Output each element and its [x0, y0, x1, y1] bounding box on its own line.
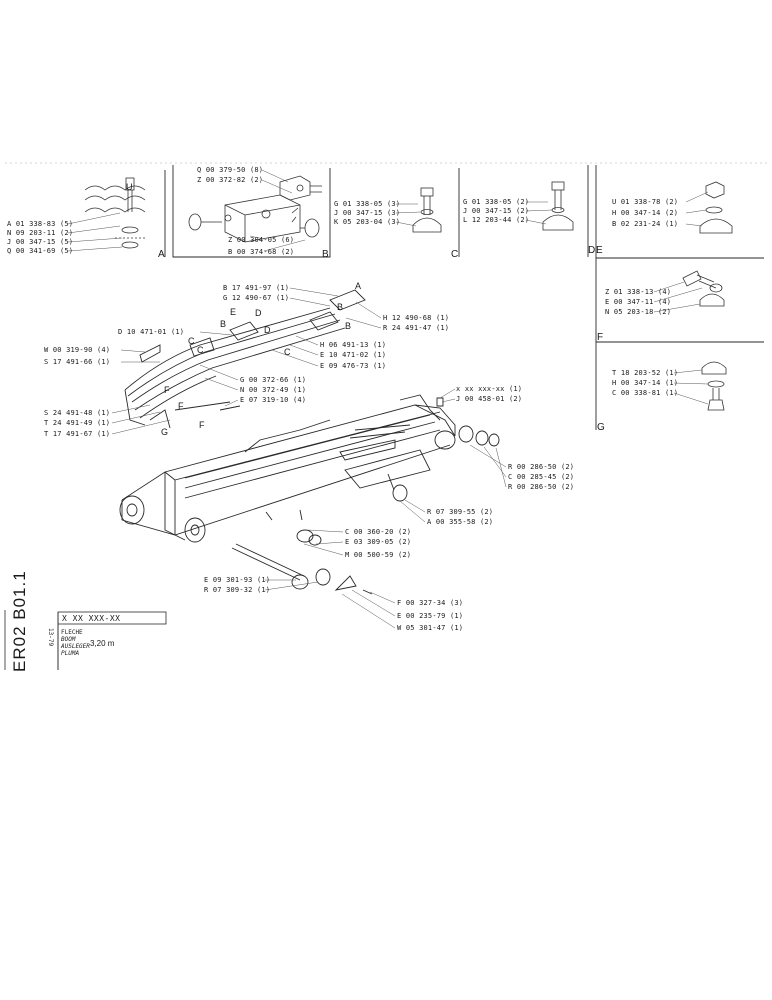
part-label: E 07 319-10 (4)	[240, 396, 307, 404]
part-label: Z 00 304-05 (6)	[228, 236, 295, 244]
part-label: K 05 203-04 (3)	[334, 218, 401, 226]
desc-de: AUSLEGER	[61, 643, 90, 650]
detail-tag-d: D	[588, 245, 596, 256]
callout-b: B	[220, 319, 227, 329]
part-label: L 12 203-44 (2)	[463, 216, 530, 224]
part-label: B 17 491-97 (1)	[223, 284, 290, 292]
part-label: R 07 309-32 (1)	[204, 586, 271, 594]
detail-e-art	[699, 181, 733, 234]
callout-g: G	[161, 427, 169, 437]
part-label: F 00 327-34 (3)	[397, 599, 464, 607]
part-label: R 00 286-50 (2)	[508, 463, 575, 471]
callout-b: B	[345, 321, 352, 331]
detail-mark-u: U	[126, 182, 133, 192]
desc-es: PLUMA	[61, 650, 80, 657]
callout-f: F	[199, 420, 205, 430]
part-label: Z 00 372-82 (2)	[197, 176, 264, 184]
part-label: J 00 347-15 (3)	[334, 209, 401, 217]
part-label: B 02 231-24 (1)	[612, 220, 679, 228]
part-label: H 06 491-13 (1)	[320, 341, 387, 349]
callout-a: A	[355, 281, 362, 291]
part-label: x xx xxx-xx (1)	[456, 385, 523, 393]
part-label: J 00 347-15 (5)	[7, 238, 74, 246]
part-label: H 00 347-14 (2)	[612, 209, 679, 217]
part-label: E 03 309-05 (2)	[345, 538, 412, 546]
part-label: Q 00 379-50 (8)	[197, 166, 264, 174]
part-label: T 18 203-52 (1)	[612, 369, 679, 377]
detail-c-art	[412, 187, 442, 233]
detail-tag-c: C	[451, 249, 459, 260]
callout-e: E	[230, 307, 237, 317]
detail-f-art	[682, 270, 725, 307]
part-label: T 24 491-49 (1)	[44, 419, 111, 427]
callout-f: F	[164, 385, 170, 395]
part-label: R 07 309-55 (2)	[427, 508, 494, 516]
part-label: E 10 471-02 (1)	[320, 351, 387, 359]
part-label: E 09 301-93 (1)	[204, 576, 271, 584]
part-label: A 00 355-58 (2)	[427, 518, 494, 526]
part-label: J 00 458-01 (2)	[456, 395, 523, 403]
part-label: E 00 347-11 (4)	[605, 298, 672, 306]
boom-art	[119, 289, 500, 595]
part-label: H 12 490-68 (1)	[383, 314, 450, 322]
part-label: G 00 372-66 (1)	[240, 376, 307, 384]
part-label: R 00 286-50 (2)	[508, 483, 575, 491]
part-label: N 00 372-49 (1)	[240, 386, 307, 394]
desc-en: BOOM	[61, 636, 76, 643]
part-number: X XX XXX-XX	[62, 614, 121, 623]
part-label: E 00 235-79 (1)	[397, 612, 464, 620]
part-label: S 24 491-48 (1)	[44, 409, 111, 417]
callout-d: D	[264, 325, 271, 335]
part-label: Q 00 341-69 (5)	[7, 247, 74, 255]
part-label: M 00 500-59 (2)	[345, 551, 412, 559]
callout-f: F	[178, 401, 184, 411]
part-label: N 09 203-11 (2)	[7, 229, 74, 237]
part-label: J 00 347-15 (2)	[463, 207, 530, 215]
part-label: C 00 360-20 (2)	[345, 528, 412, 536]
detail-tag-a: A	[158, 249, 165, 260]
part-label: G 01 338-05 (2)	[463, 198, 530, 206]
callout-c: C	[197, 345, 204, 355]
part-label: A 01 338-83 (5)	[7, 220, 74, 228]
detail-tag-f: F	[597, 332, 604, 343]
boom-size: 3,20 m	[90, 639, 115, 648]
part-label: D 10 471-01 (1)	[118, 328, 185, 336]
part-label: S 17 491-66 (1)	[44, 358, 111, 366]
drawing-code: ER02 B01.1	[10, 570, 29, 672]
part-label: T 17 491-67 (1)	[44, 430, 111, 438]
part-label: W 05 301-47 (1)	[397, 624, 464, 632]
title-block-frame	[4, 610, 167, 670]
part-label: B 00 374-68 (2)	[228, 248, 295, 256]
part-label: C 00 285-45 (2)	[508, 473, 575, 481]
detail-tag-b: B	[322, 249, 329, 260]
part-label: G 12 490-67 (1)	[223, 294, 290, 302]
callout-d: D	[255, 308, 262, 318]
part-label: N 05 203-18 (2)	[605, 308, 672, 316]
detail-a-art	[84, 177, 146, 249]
callout-c: C	[188, 336, 195, 346]
revision: 13-79	[47, 628, 54, 647]
detail-b-art	[188, 175, 322, 243]
detail-tag-e: E	[596, 245, 603, 256]
detail-tag-g: G	[597, 422, 605, 433]
detail-g-art	[701, 361, 727, 411]
detail-d-art	[542, 181, 574, 231]
part-label: C 00 338-81 (1)	[612, 389, 679, 397]
part-label: W 00 319-90 (4)	[44, 346, 111, 354]
desc-fr: FLECHE	[61, 629, 83, 636]
part-label: R 24 491-47 (1)	[383, 324, 450, 332]
part-label: Z 01 338-13 (4)	[605, 288, 672, 296]
part-label: G 01 338-05 (3)	[334, 200, 401, 208]
part-label: H 00 347-14 (1)	[612, 379, 679, 387]
part-label: U 01 338-78 (2)	[612, 198, 679, 206]
callout-b: B	[337, 302, 344, 312]
callout-c: C	[284, 347, 291, 357]
part-label: E 09 476-73 (1)	[320, 362, 387, 370]
